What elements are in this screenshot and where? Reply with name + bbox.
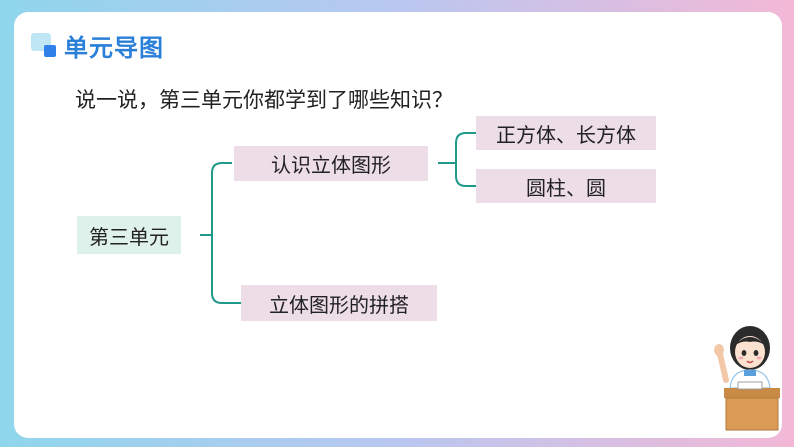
leaf-cylinder-sphere: 圆柱、圆 xyxy=(476,169,656,203)
page-title: 单元导图 xyxy=(64,34,164,62)
branch-assemble-solids: 立体图形的拼搭 xyxy=(241,285,437,321)
girl-at-desk-raising-hand-icon xyxy=(714,326,780,431)
title-square-icon xyxy=(31,33,61,59)
branch-recognize-solids: 认识立体图形 xyxy=(234,146,428,181)
leaf-cube-cuboid: 正方体、长方体 xyxy=(476,116,656,150)
question-text: 说一说，第三单元你都学到了哪些知识？ xyxy=(75,88,453,112)
mindmap-root: 第三单元 xyxy=(77,216,181,254)
